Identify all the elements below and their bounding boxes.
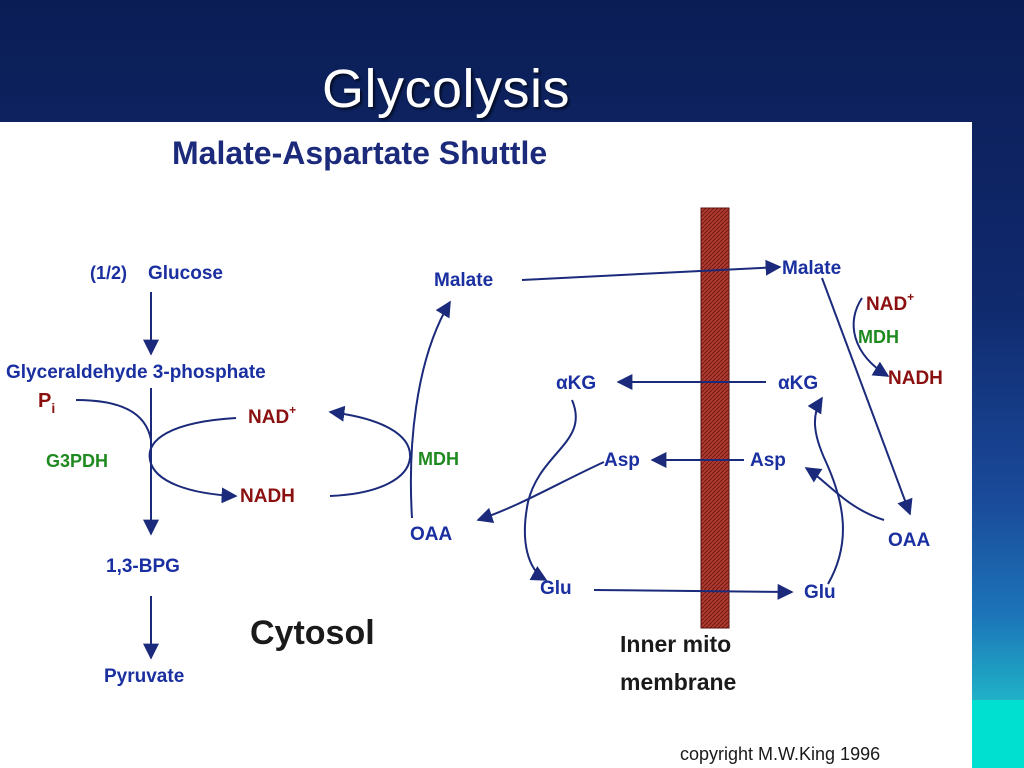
copyright-text: copyright M.W.King 1996 [680, 744, 880, 764]
slide-title: Glycolysis [322, 59, 571, 119]
glu-to-akg-right-curve [807, 396, 844, 585]
membrane-label-line2: membrane [620, 669, 736, 695]
pi-input-curve [75, 399, 152, 441]
oaa-right-label: OAA [888, 530, 931, 551]
inner-mito-membrane [700, 207, 730, 629]
asp-left-label: Asp [604, 450, 640, 471]
malate-left-label: Malate [434, 270, 493, 291]
akg-right-label: αKG [778, 373, 818, 394]
mdh-left-label: MDH [418, 449, 459, 469]
akg-left-label: αKG [556, 373, 596, 394]
diagram-panel: Malate-Aspartate Shuttle (1/2) Glucose G… [0, 122, 972, 768]
oaa-to-asp-right-arrow [804, 467, 885, 521]
glucose-fraction-label: (1/2) [90, 263, 127, 283]
cytosol-label: Cytosol [250, 614, 375, 652]
nadh-left-label: NADH [240, 486, 295, 507]
glu-right-label: Glu [804, 582, 836, 603]
nad-left-label: NAD+ [248, 403, 296, 428]
membrane-label-line1: Inner mito [620, 631, 731, 657]
malate-right-label: Malate [782, 258, 841, 279]
corner-accent [972, 700, 1024, 768]
glu-transport-arrow [593, 583, 794, 600]
bpg-label: 1,3-BPG [106, 556, 180, 577]
pyruvate-label: Pyruvate [104, 666, 184, 687]
pi-label: Pi [38, 390, 55, 416]
akg-to-glu-left-curve [523, 399, 577, 581]
g3p-label: Glyceraldehyde 3-phosphate [6, 362, 266, 383]
nad-right-label: NAD+ [866, 290, 914, 315]
oaa-to-malate-arrow [409, 300, 451, 519]
mdh-nad-cycle [328, 405, 412, 497]
glu-left-label: Glu [540, 578, 572, 599]
shuttle-diagram: Malate-Aspartate Shuttle (1/2) Glucose G… [6, 135, 943, 764]
nadh-right-label: NADH [888, 368, 943, 389]
glucose-label: Glucose [148, 263, 223, 284]
nad-to-nadh-right-curve [852, 297, 890, 377]
mdh-right-label: MDH [858, 327, 899, 347]
malate-transport-arrow [521, 259, 782, 281]
asp-to-oaa-left-arrow [476, 461, 605, 524]
g3pdh-label: G3PDH [46, 451, 108, 471]
malate-to-oaa-right-arrow [821, 277, 913, 516]
oaa-left-label: OAA [410, 524, 453, 545]
asp-right-label: Asp [750, 450, 786, 471]
g3pdh-nad-cycle [148, 417, 238, 504]
diagram-heading: Malate-Aspartate Shuttle [172, 135, 547, 171]
